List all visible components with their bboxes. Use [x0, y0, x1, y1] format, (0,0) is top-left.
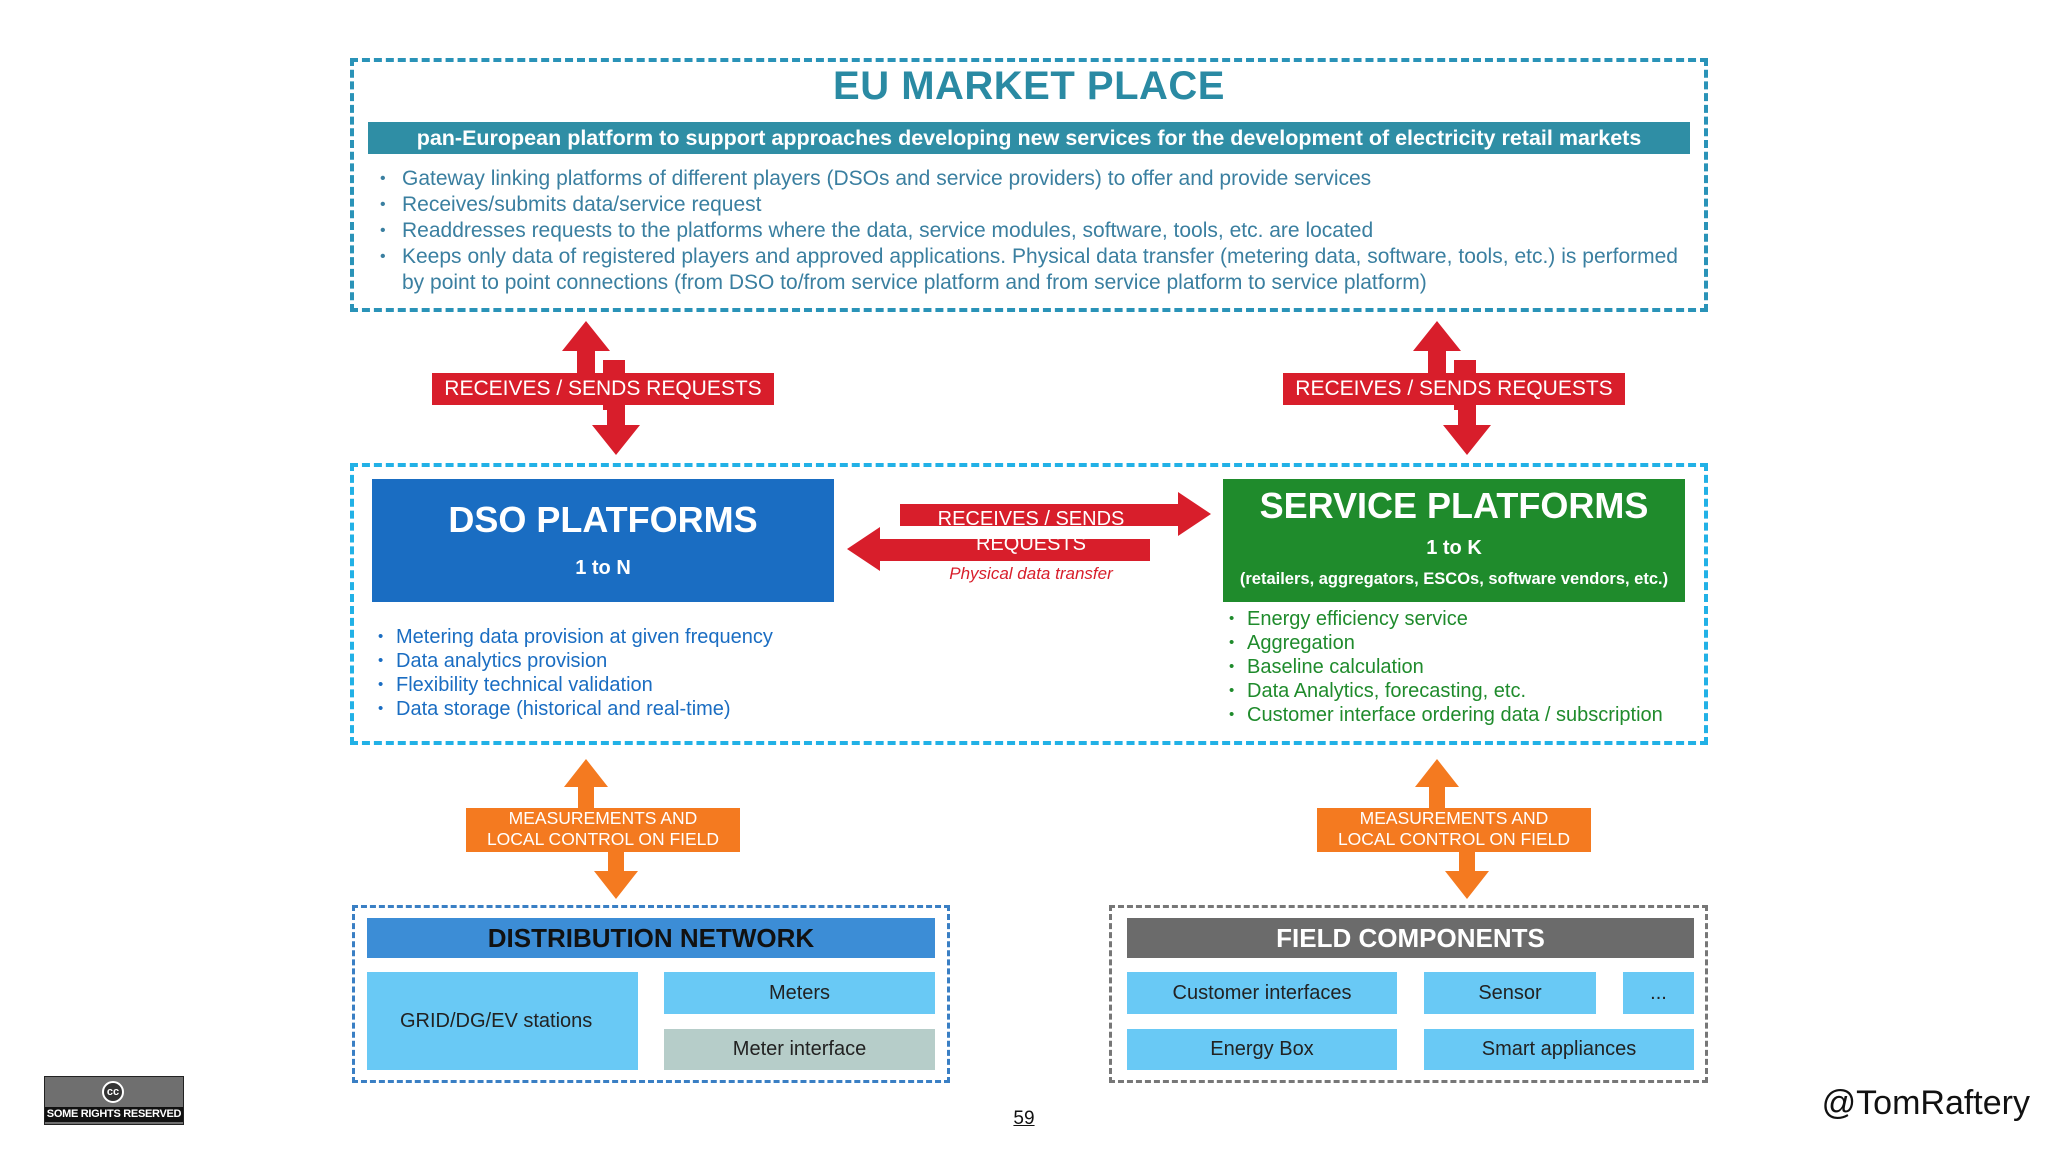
- meter-interface-cell: Meter interface: [664, 1029, 935, 1070]
- sensor-cell: Sensor: [1424, 972, 1596, 1014]
- platforms-frame: [350, 463, 1708, 745]
- cc-license-badge[interactable]: cc SOME RIGHTS RESERVED: [44, 1076, 184, 1125]
- distribution-frame: [352, 905, 950, 1083]
- author-handle: @TomRaftery: [1821, 1084, 2030, 1122]
- middle-request-label: RECEIVES / SENDS REQUESTS: [900, 507, 1162, 557]
- list-item: Flexibility technical validation: [378, 673, 773, 697]
- right-measurements-line2: LOCAL CONTROL ON FIELD: [1337, 829, 1571, 849]
- arrow-dso-distribution: [564, 759, 638, 899]
- arrow-dso-service: [847, 492, 1211, 571]
- list-item: Keeps only data of registered players an…: [378, 244, 1678, 296]
- service-subtitle: 1 to K: [1426, 537, 1482, 559]
- list-item: Gateway linking platforms of different p…: [378, 166, 1678, 192]
- list-item: Aggregation: [1229, 631, 1663, 655]
- service-bullets: Energy efficiency service Aggregation Ba…: [1229, 607, 1663, 727]
- physical-transfer-note: Physical data transfer: [949, 564, 1113, 583]
- dso-platforms-box: DSO PLATFORMS 1 to N: [372, 479, 834, 602]
- left-measurements-line1: MEASUREMENTS AND: [508, 808, 698, 828]
- list-item: Data storage (historical and real-time): [378, 697, 773, 721]
- eu-market-title: EU MARKET PLACE: [833, 64, 1225, 108]
- grid-stations-cell: GRID/DG/EV stations: [367, 972, 638, 1070]
- middle-request-line2: REQUESTS: [975, 533, 1087, 555]
- left-measurements-line2: LOCAL CONTROL ON FIELD: [486, 829, 720, 849]
- field-title: FIELD COMPONENTS: [1127, 918, 1694, 958]
- meters-cell: Meters: [664, 972, 935, 1014]
- smart-appliances-cell: Smart appliances: [1424, 1029, 1694, 1070]
- arrow-service-field: [1415, 759, 1489, 899]
- dso-bullets: Metering data provision at given frequen…: [378, 625, 773, 721]
- right-request-label: RECEIVES / SENDS REQUESTS: [1283, 373, 1625, 405]
- distribution-title: DISTRIBUTION NETWORK: [367, 918, 935, 958]
- dso-title: DSO PLATFORMS: [448, 499, 758, 540]
- eu-market-bullets: Gateway linking platforms of different p…: [378, 166, 1678, 296]
- list-item: Customer interface ordering data / subsc…: [1229, 703, 1663, 727]
- field-frame: [1109, 905, 1708, 1083]
- left-request-label: RECEIVES / SENDS REQUESTS: [432, 373, 774, 405]
- list-item: Data analytics provision: [378, 649, 773, 673]
- list-item: Readdresses requests to the platforms wh…: [378, 218, 1678, 244]
- right-measurements-line1: MEASUREMENTS AND: [1359, 808, 1549, 828]
- right-measurements-label: MEASUREMENTS AND LOCAL CONTROL ON FIELD: [1317, 808, 1591, 852]
- list-item: Baseline calculation: [1229, 655, 1663, 679]
- list-item: Metering data provision at given frequen…: [378, 625, 773, 649]
- service-subtitle-detail: (retailers, aggregators, ESCOs, software…: [1239, 570, 1669, 588]
- eu-market-banner: pan-European platform to support approac…: [368, 122, 1690, 154]
- service-platforms-box: SERVICE PLATFORMS 1 to K (retailers, agg…: [1223, 479, 1685, 602]
- energy-box-cell: Energy Box: [1127, 1029, 1397, 1070]
- list-item: Energy efficiency service: [1229, 607, 1663, 631]
- cc-license-text: SOME RIGHTS RESERVED: [45, 1107, 183, 1122]
- service-title: SERVICE PLATFORMS: [1259, 485, 1649, 526]
- list-item: Data Analytics, forecasting, etc.: [1229, 679, 1663, 703]
- more-cell: ...: [1623, 972, 1694, 1014]
- eu-market-frame: [350, 58, 1708, 312]
- middle-request-line1: RECEIVES / SENDS: [937, 508, 1125, 530]
- page-number: 59: [1013, 1108, 1035, 1129]
- dso-subtitle: 1 to N: [575, 557, 631, 579]
- left-measurements-label: MEASUREMENTS AND LOCAL CONTROL ON FIELD: [466, 808, 740, 852]
- cc-icon: cc: [102, 1081, 124, 1103]
- customer-interfaces-cell: Customer interfaces: [1127, 972, 1397, 1014]
- list-item: Receives/submits data/service request: [378, 192, 1678, 218]
